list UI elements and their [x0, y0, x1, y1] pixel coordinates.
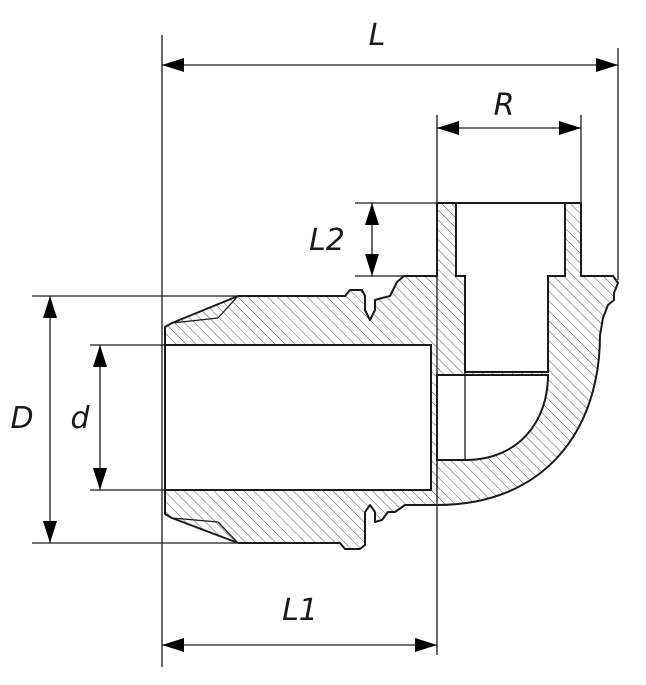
dim-d-arrow-bottom [93, 468, 107, 490]
dimension-D: D [10, 296, 57, 543]
dimension-d: d [70, 345, 107, 490]
fitting-body [164, 202, 619, 550]
dim-L2-arrow-bottom [365, 254, 379, 276]
dim-R-arrow-left [437, 121, 459, 135]
dim-L2-label: L2 [309, 223, 345, 258]
dim-L2-arrow-top [365, 203, 379, 225]
dimension-L1: L1 [162, 593, 437, 652]
dim-d-arrow-top [93, 345, 107, 367]
dim-R-arrow-right [559, 121, 581, 135]
dim-L-arrow-left [162, 58, 184, 72]
dim-D-label: D [10, 401, 33, 436]
dimension-L2: L2 [309, 203, 379, 276]
dim-D-arrow-bottom [43, 521, 57, 543]
pipe-bore [164, 344, 432, 491]
dim-L1-label: L1 [282, 593, 318, 628]
outlet-bore [455, 202, 566, 373]
inlet-chamfer-bottom [171, 517, 219, 523]
dim-R-label: R [494, 88, 515, 123]
dim-L-label: L [369, 18, 386, 53]
inlet-chamfer-top [171, 317, 219, 324]
dim-D-arrow-top [43, 296, 57, 318]
dim-L1-arrow-right [415, 638, 437, 652]
inlet-bevel-top [217, 295, 239, 319]
dim-L-arrow-right [596, 58, 618, 72]
dimension-R: R [437, 88, 581, 135]
extension-lines [32, 35, 619, 667]
dim-L1-arrow-left [162, 638, 184, 652]
dimension-L: L [162, 18, 618, 72]
inlet-bevel-bottom [217, 521, 239, 544]
dim-d-label: d [70, 401, 90, 436]
